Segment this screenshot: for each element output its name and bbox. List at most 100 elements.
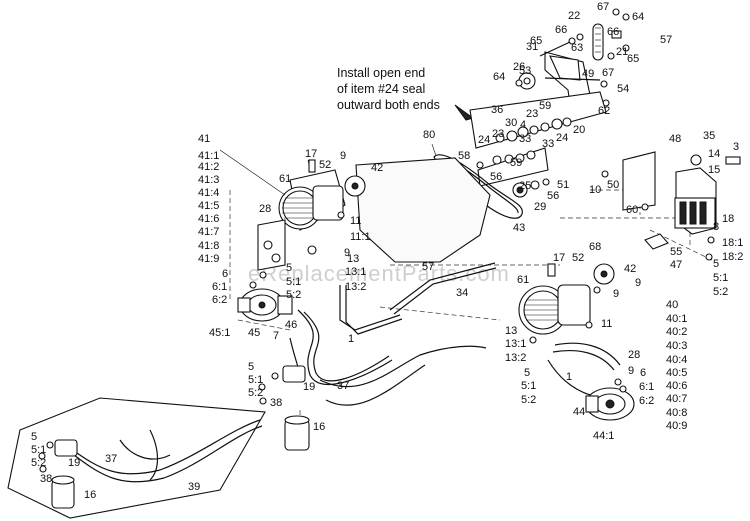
install-note-line-1: Install open end [337, 66, 425, 80]
callout-l66a: 66 [555, 24, 567, 36]
callout-l26: 26 [513, 61, 525, 73]
callout-l42a: 42 [371, 162, 383, 174]
callout-l16b: 16 [84, 489, 96, 501]
callout-l5_2b: 5:2 [248, 387, 263, 399]
callout-l28b: 28 [628, 349, 640, 361]
callout-l45_1: 45:1 [209, 327, 230, 339]
callout-l20: 20 [573, 124, 585, 136]
callout-l38b: 38 [40, 473, 52, 485]
note-arrow [454, 104, 475, 121]
callout-l24a: 24 [478, 134, 490, 146]
hydraulic-lines [289, 262, 621, 406]
callout-l40_5: 40:5 [666, 367, 687, 379]
callout-l6_1a: 6:1 [212, 281, 227, 293]
install-note-line-2: of item #24 seal [337, 82, 425, 96]
callout-l31: 31 [526, 41, 538, 53]
callout-l64b: 64 [493, 71, 505, 83]
callout-l7: 7 [273, 330, 279, 342]
callout-l41_9: 41:9 [198, 253, 219, 265]
callout-l56a: 56 [490, 171, 502, 183]
callout-l39: 39 [188, 481, 200, 493]
callout-l62: 62 [598, 105, 610, 117]
callout-l3: 3 [733, 141, 739, 153]
callout-l36: 36 [491, 104, 503, 116]
callout-l80: 80 [423, 129, 435, 141]
callout-l40_6: 40:6 [666, 380, 687, 392]
left-pump-assembly [219, 149, 366, 289]
callout-l41_4: 41:4 [198, 187, 219, 199]
right-motor-assembly [585, 378, 635, 421]
install-note-line-3: outward both ends [337, 98, 440, 112]
callout-l41_7: 41:7 [198, 226, 219, 238]
callout-l40_9: 40:9 [666, 420, 687, 432]
callout-l5d: 5 [713, 258, 719, 270]
callout-l5_2c: 5:2 [521, 394, 536, 406]
filter-middle [258, 365, 310, 451]
callout-l5_1e: 5:1 [31, 444, 46, 456]
callout-l6_1b: 6:1 [639, 381, 654, 393]
callout-l58: 58 [458, 150, 470, 162]
callout-l41_5: 41:5 [198, 200, 219, 212]
callout-l57b: 57 [422, 261, 434, 273]
callout-l41_6: 41:6 [198, 213, 219, 225]
callout-l5c: 5 [524, 367, 530, 379]
callout-l13_1b: 13:1 [505, 338, 526, 350]
callout-l50: 50 [607, 179, 619, 191]
callout-l5_1c: 5:1 [521, 380, 536, 392]
left-motor-assembly [237, 288, 293, 322]
callout-l21: 21 [616, 46, 628, 58]
callout-l13_2a: 13:2 [345, 281, 366, 293]
battery-assembly [601, 151, 741, 261]
shaft-seal-group [469, 91, 607, 198]
callout-l65b: 65 [627, 53, 639, 65]
callout-l44: 44 [573, 406, 585, 418]
callout-l9b: 9 [344, 247, 350, 259]
callout-l51: 51 [557, 179, 569, 191]
callout-l13_2b: 13:2 [505, 352, 526, 364]
right-pump-assembly [518, 263, 615, 344]
callout-l24b: 24 [556, 132, 568, 144]
callout-l9d: 9 [613, 288, 619, 300]
callout-l14: 14 [708, 148, 720, 160]
callout-l44_1: 44:1 [593, 430, 614, 442]
callout-l33a: 33 [519, 133, 531, 145]
callout-l66b: 66 [607, 26, 619, 38]
callout-l13b: 13 [505, 325, 517, 337]
callout-l67b: 67 [602, 67, 614, 79]
callout-l11b: 11 [601, 318, 612, 330]
callout-l40_2: 40:2 [666, 326, 687, 338]
callout-l25: 25 [519, 180, 531, 192]
callout-l46: 46 [285, 319, 297, 331]
callout-l61a: 61 [279, 173, 291, 185]
callout-l5_2d: 5:2 [713, 286, 728, 298]
callout-l19b: 19 [68, 457, 80, 469]
callout-l1b: 1 [566, 371, 572, 383]
callout-l11_1: 11:1 [350, 231, 371, 243]
callout-l28a: 28 [259, 203, 271, 215]
callout-l43: 43 [513, 222, 525, 234]
callout-l4: 4 [520, 119, 526, 131]
callout-l41: 41 [198, 133, 210, 145]
callout-l53: 53 [519, 65, 531, 77]
callout-l60: 60 [626, 204, 638, 216]
callout-l9a: 9 [340, 150, 346, 162]
callout-l5_2e: 5:2 [31, 457, 46, 469]
callout-l18_1: 18:1 [722, 237, 743, 249]
callout-l5b: 5 [248, 361, 254, 373]
callout-l5e: 5 [31, 431, 37, 443]
callout-l40: 40 [666, 299, 678, 311]
callout-l38a: 38 [270, 397, 282, 409]
callout-l5a: 5 [286, 262, 292, 274]
callout-l47: 47 [670, 259, 682, 271]
callout-l52a: 52 [319, 159, 331, 171]
callout-l41_3: 41:3 [198, 174, 219, 186]
callout-l48: 48 [669, 133, 681, 145]
callout-l6_2b: 6:2 [639, 395, 654, 407]
callout-l40_3: 40:3 [666, 340, 687, 352]
callout-l13a: 13 [347, 253, 359, 265]
callout-l56b: 56 [547, 190, 559, 202]
callout-l22: 22 [568, 10, 580, 22]
callout-l45: 45 [248, 327, 260, 339]
